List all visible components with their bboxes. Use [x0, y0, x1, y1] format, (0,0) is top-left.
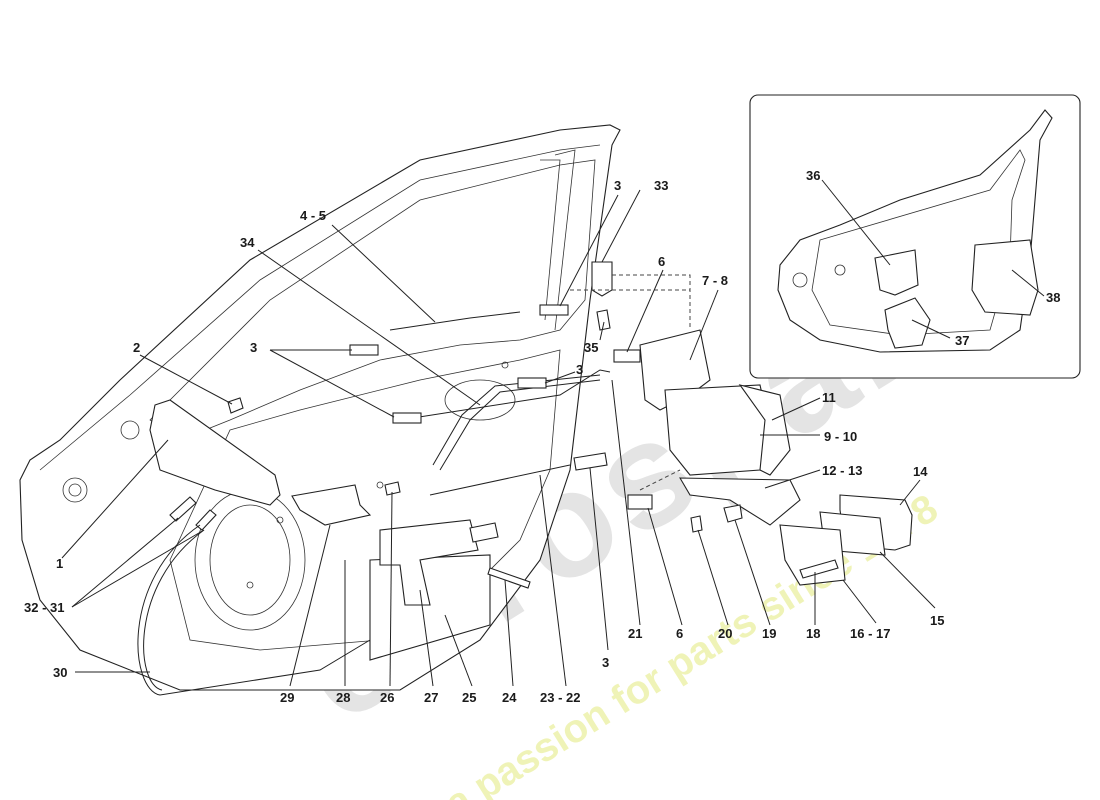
callout-3-bottom: 3	[602, 655, 609, 670]
callout-37: 37	[955, 333, 969, 348]
callout-36: 36	[806, 168, 820, 183]
part-plate-25	[369, 554, 491, 661]
callout-18: 18	[806, 626, 820, 641]
callout-15: 15	[930, 613, 944, 628]
parts	[137, 261, 913, 696]
callout-6-top: 6	[658, 254, 665, 269]
inset-view	[749, 94, 1081, 379]
part-rod-21	[439, 379, 601, 471]
callout-12-13: 12 - 13	[822, 463, 862, 478]
callout-32-31: 32 - 31	[24, 600, 64, 615]
callout-6-bottom: 6	[676, 626, 683, 641]
leader-lines	[61, 179, 1045, 687]
callout-7-8: 7 - 8	[702, 273, 728, 288]
callout-26: 26	[380, 690, 394, 705]
callout-3-middle: 3	[576, 362, 583, 377]
callout-4-5: 4 - 5	[300, 208, 326, 223]
part-clip-6-lower	[627, 494, 653, 510]
callout-29: 29	[280, 690, 294, 705]
callout-16-17: 16 - 17	[850, 626, 890, 641]
part-cover-37	[884, 297, 931, 349]
part-clip-3-middle	[392, 412, 422, 424]
callout-11: 11	[822, 390, 836, 405]
callout-3-left: 3	[250, 340, 257, 355]
callout-38: 38	[1046, 290, 1060, 305]
part-screw-19	[723, 504, 743, 523]
callout-28: 28	[336, 690, 350, 705]
part-rod-4-5	[389, 311, 521, 331]
part-clip-6-upper	[613, 349, 641, 363]
callout-19: 19	[762, 626, 776, 641]
part-screw-2	[227, 397, 244, 414]
part-rod-27	[469, 522, 499, 543]
callout-33: 33	[654, 178, 668, 193]
callout-labels: 1 2 3 3 3 3 4 - 5 6 6 7 - 8 9 - 10 11 12…	[24, 168, 1060, 705]
callout-3-top: 3	[614, 178, 621, 193]
part-bracket-33	[591, 261, 613, 297]
part-panel-38	[971, 239, 1039, 316]
callout-2: 2	[133, 340, 140, 355]
part-spring-31	[169, 496, 197, 522]
callout-30: 30	[53, 665, 67, 680]
part-rod-23	[429, 464, 571, 496]
part-interior-handle-bracket	[149, 399, 281, 506]
callout-20: 20	[718, 626, 732, 641]
callout-9-10: 9 - 10	[824, 429, 857, 444]
callout-35: 35	[584, 340, 598, 355]
callout-25: 25	[462, 690, 476, 705]
part-cable-30	[137, 524, 371, 696]
callout-34: 34	[240, 235, 255, 250]
callout-14: 14	[913, 464, 928, 479]
part-clip-3-upper	[539, 304, 569, 316]
part-bolt-18	[799, 559, 839, 579]
part-bolt-24	[487, 567, 531, 589]
part-screw-26	[384, 481, 401, 496]
callout-24: 24	[502, 690, 517, 705]
part-seal-36	[874, 249, 919, 296]
part-clip-22	[573, 452, 608, 471]
part-bracket-29	[291, 484, 372, 526]
callout-27: 27	[424, 690, 438, 705]
part-clip-3-right	[517, 377, 547, 389]
part-cover-11	[738, 384, 791, 476]
dashed-guides	[570, 274, 691, 491]
part-screw-20	[690, 515, 703, 533]
part-clip-3-left	[349, 344, 379, 356]
callout-21: 21	[628, 626, 642, 641]
part-spring-32	[195, 509, 217, 531]
callout-1: 1	[56, 556, 63, 571]
callout-23-22: 23 - 22	[540, 690, 580, 705]
part-screw-35	[596, 309, 611, 331]
